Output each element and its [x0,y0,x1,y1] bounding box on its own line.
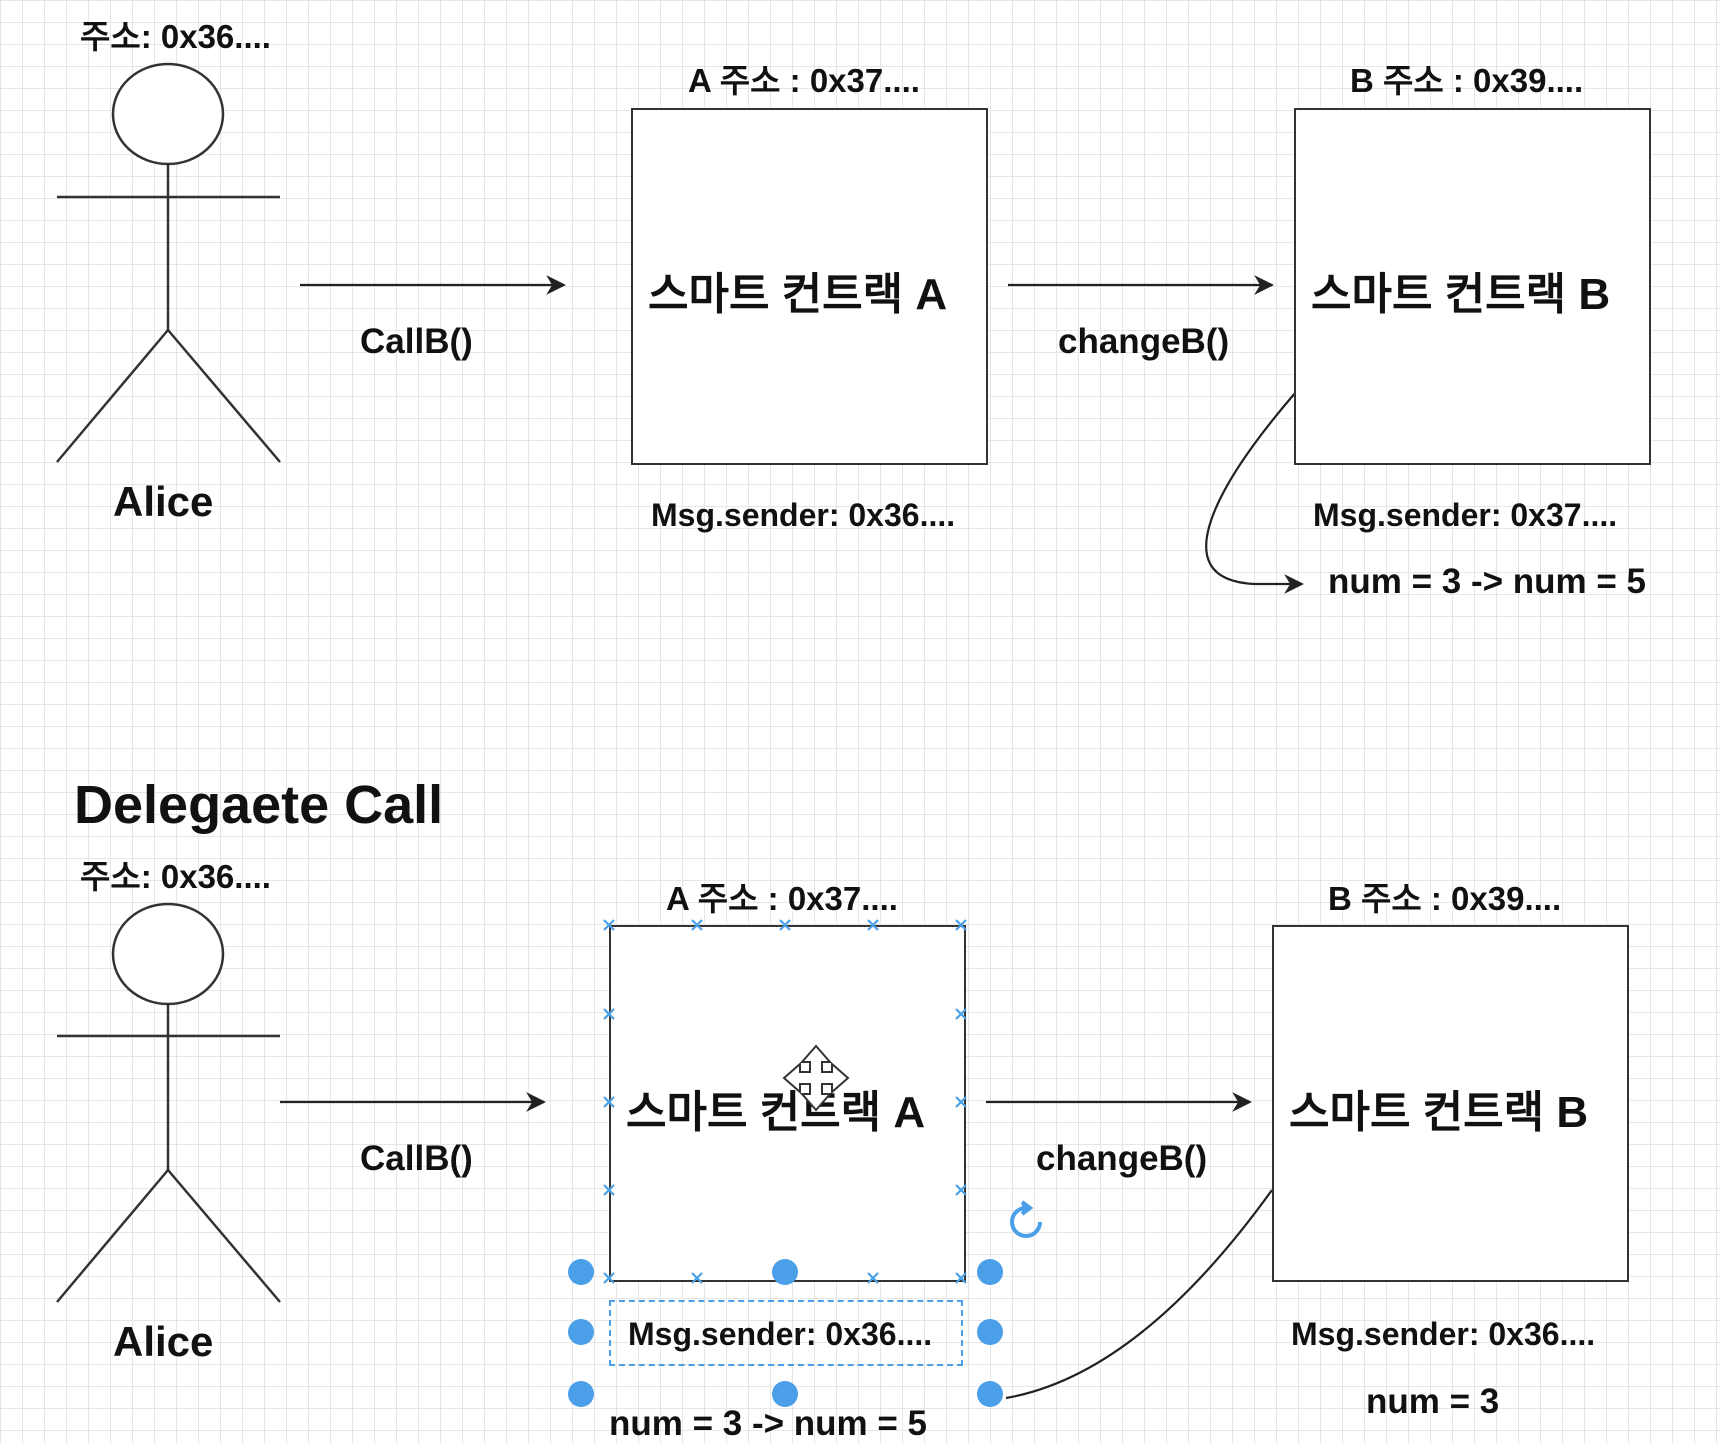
actor-alice-top[interactable] [56,62,281,463]
alice-address-bottom: 주소: 0x36.... [80,858,271,895]
contract-b-box-top[interactable] [1294,108,1651,465]
contract-b-label-top: 스마트 컨트랙 B [1311,270,1611,319]
contract-a-label-bottom: 스마트 컨트랙 A [626,1088,926,1137]
actor-alice-bottom[interactable] [56,902,281,1303]
callb-label-bottom: CallB() [360,1139,473,1178]
alice-name-top: Alice [113,478,214,525]
changeb-label-top: changeB() [1058,322,1230,361]
alice-name-bottom: Alice [113,1318,214,1365]
contract-a-label-top: 스마트 컨트랙 A [648,270,948,319]
contract-b-num-bottom: num = 3 [1366,1382,1500,1421]
contract-a-address-top: A 주소 : 0x37.... [688,62,920,99]
section-title-delegate-call: Delegaete Call [74,775,444,835]
contract-b-sender-bottom: Msg.sender: 0x36.... [1291,1316,1596,1352]
callb-label-top: CallB() [360,322,473,361]
contract-a-num-bottom: num = 3 -> num = 5 [609,1404,928,1443]
contract-a-sender-selection[interactable] [609,1300,963,1366]
changeb-label-bottom: changeB() [1036,1139,1208,1178]
contract-b-address-bottom: B 주소 : 0x39.... [1328,880,1562,917]
contract-b-box-bottom[interactable] [1272,925,1629,1282]
contract-a-address-bottom: A 주소 : 0x37.... [666,880,898,917]
contract-b-num-top: num = 3 -> num = 5 [1328,562,1647,601]
contract-a-box-top[interactable] [631,108,988,465]
alice-address-top: 주소: 0x36.... [80,18,271,55]
contract-b-address-top: B 주소 : 0x39.... [1350,62,1584,99]
contract-b-sender-top: Msg.sender: 0x37.... [1313,497,1618,533]
arrow-b-to-num-top[interactable] [1205,391,1304,594]
connector-b-to-a-num-bottom[interactable] [1005,1189,1273,1400]
contract-b-label-bottom: 스마트 컨트랙 B [1289,1088,1589,1137]
contract-a-sender-top: Msg.sender: 0x36.... [651,497,956,533]
contract-a-sender-bottom: Msg.sender: 0x36.... [628,1316,933,1352]
